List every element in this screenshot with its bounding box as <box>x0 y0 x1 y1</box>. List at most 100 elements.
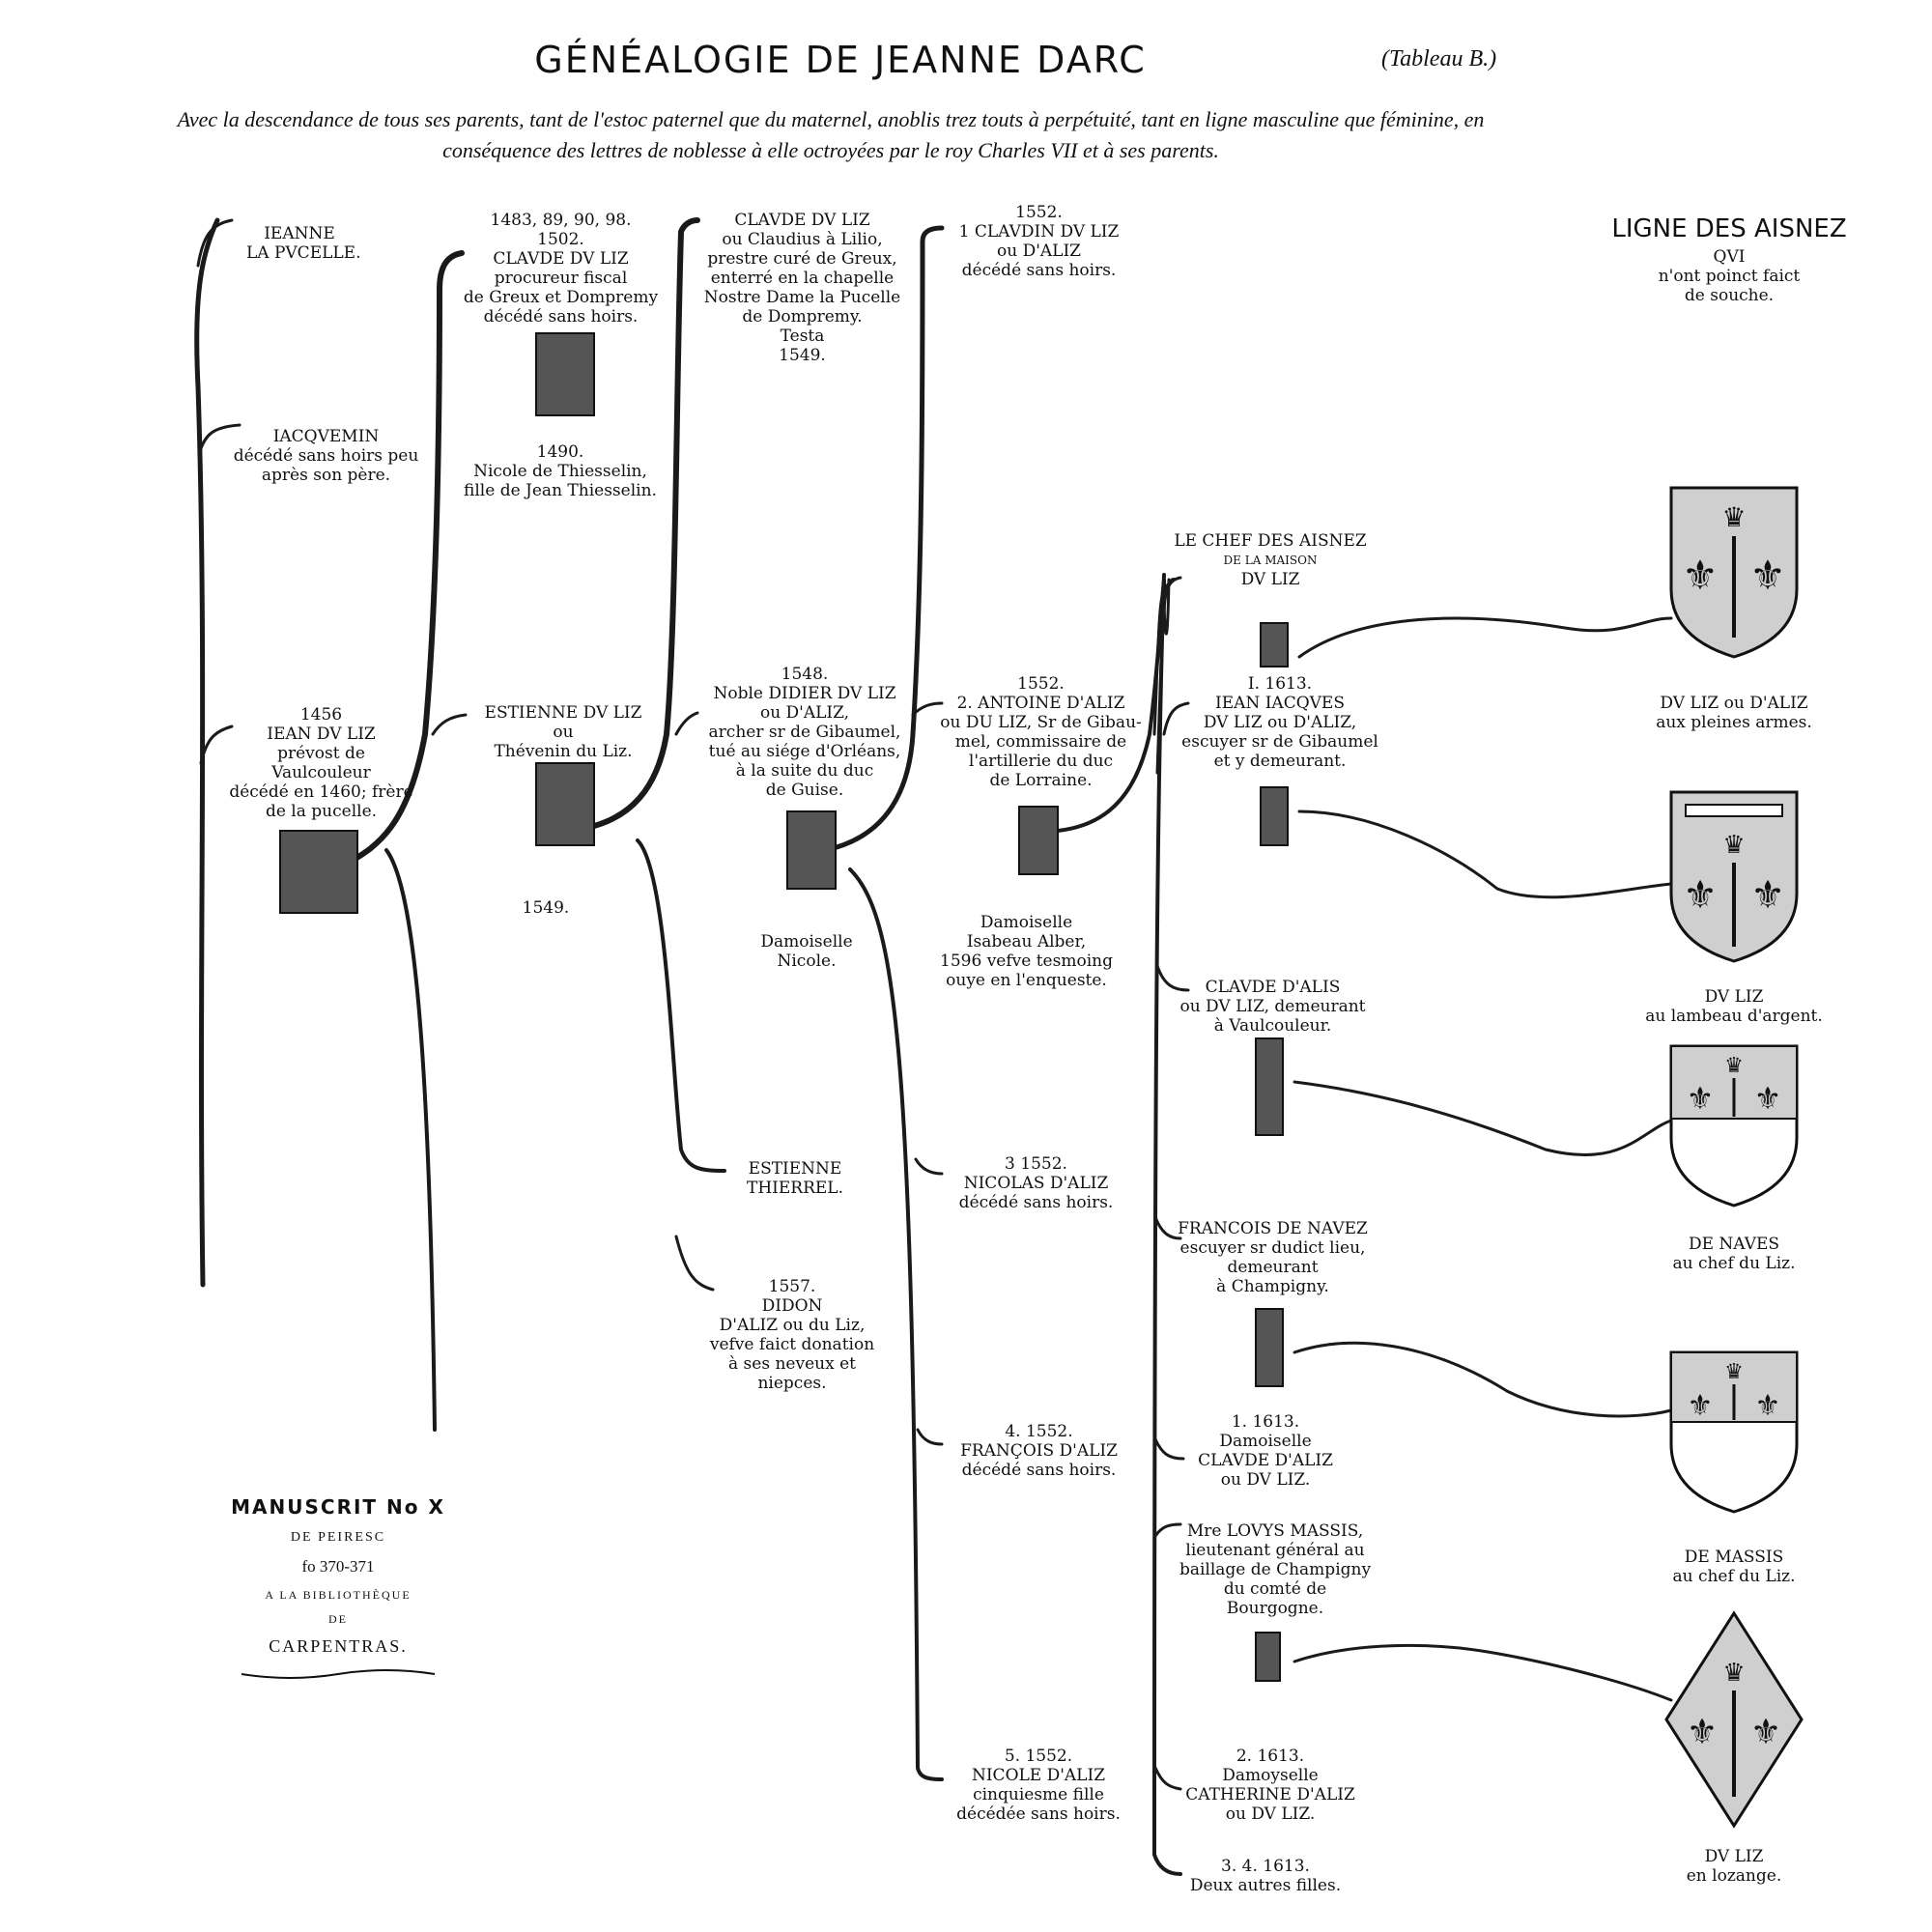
node-line: 1552. <box>1015 203 1063 222</box>
node-line: 2. ANTOINE D'ALIZ <box>956 694 1125 713</box>
branch-arm2 <box>1297 810 1673 899</box>
svg-text:⚜: ⚜ <box>1755 1390 1781 1422</box>
node-line: fille de Jean Thiesselin. <box>464 481 657 500</box>
node-line: 3. 4. 1613. <box>1221 1857 1310 1876</box>
node-line: décédé en 1460; frère <box>229 782 413 802</box>
node-line: DE MASSIS <box>1684 1548 1784 1567</box>
node-line: à Champigny. <box>1216 1277 1329 1296</box>
node-nicolas-daliz: 3 1552. NICOLAS D'ALIZ décédé sans hoirs… <box>942 1154 1130 1212</box>
node-line: Thévenin du Liz. <box>494 742 633 761</box>
node-line: décédé sans hoirs. <box>961 1461 1117 1480</box>
node-line: prestre curé de Greux, <box>707 249 897 269</box>
manuscript-line-1: MANUSCRIT No X <box>231 1495 445 1519</box>
arms-caption-5: DV LIZ en lozange. <box>1652 1847 1816 1886</box>
node-line: NICOLAS D'ALIZ <box>963 1174 1109 1193</box>
node-line: lieutenant général au <box>1185 1541 1365 1560</box>
node-line: mel, commissaire de <box>954 732 1127 752</box>
node-line: Damoyselle <box>1222 1766 1319 1785</box>
node-line: demeurant <box>1227 1258 1319 1277</box>
node-line: CATHERINE D'ALIZ <box>1185 1785 1355 1804</box>
svg-text:⚜: ⚜ <box>1683 873 1718 917</box>
node-line: de Lorraine. <box>989 771 1093 790</box>
node-line: DV LIZ <box>1704 1847 1764 1866</box>
node-line: à Vaulcouleur. <box>1213 1016 1332 1036</box>
svg-text:♛: ♛ <box>1721 503 1746 533</box>
ligne-des-aisnez-title: LIGNE DES AISNEZ <box>1611 214 1847 243</box>
branch-col1-iean <box>199 724 234 765</box>
node-line: ou <box>553 723 574 742</box>
node-jeanne: IEANNE LA PVCELLE. <box>246 224 361 263</box>
node-line: 1596 vefve tesmoing <box>940 952 1113 971</box>
node-catherine-daliz: 2. 1613. Damoyselle CATHERINE D'ALIZ ou … <box>1169 1747 1372 1824</box>
node-line: du comté de <box>1223 1579 1327 1599</box>
node-line: 2. 1613. <box>1236 1747 1305 1766</box>
node-line: 1 CLAVDIN DV LIZ <box>958 222 1120 242</box>
node-line: LE CHEF DES AISNEZ <box>1174 531 1367 551</box>
node-line: 1549. <box>779 346 826 365</box>
node-line: ou DV LIZ, demeurant <box>1179 997 1366 1016</box>
node-line: ou D'ALIZ <box>997 242 1081 261</box>
stump-col3 <box>786 810 837 890</box>
node-line: de Guise. <box>765 781 844 800</box>
branch-arm1 <box>1297 616 1673 659</box>
node-line: ESTIENNE <box>748 1159 842 1179</box>
arms-caption-2: DV LIZ au lambeau d'argent. <box>1628 987 1840 1026</box>
node-line: 1483, 89, 90, 98. <box>490 211 632 230</box>
node-clavde-daliz-1613: 1. 1613. Damoiselle CLAVDE D'ALIZ ou DV … <box>1169 1412 1362 1490</box>
node-line: enterré en la chapelle <box>710 269 895 288</box>
stump-col1 <box>279 830 358 914</box>
branch-arm4 <box>1293 1341 1673 1418</box>
node-line: Nostre Dame la Pucelle <box>703 288 901 307</box>
node-line: DV LIZ ou D'ALIZ, <box>1203 713 1357 732</box>
node-line: 1456 <box>299 705 343 724</box>
svg-text:♛: ♛ <box>1722 831 1745 859</box>
arms-caption-3: DE NAVES au chef du Liz. <box>1642 1235 1826 1273</box>
manuscript-line-6: CARPENTRAS. <box>269 1636 408 1656</box>
branch-col1-trunk <box>194 217 220 1288</box>
node-line: QVI <box>1713 247 1746 267</box>
node-line: à la suite du duc <box>735 761 874 781</box>
node-line: CLAVDE DV LIZ <box>734 211 870 230</box>
node-line: 1552. <box>1017 674 1065 694</box>
node-line: de souche. <box>1684 286 1775 305</box>
arms-caption-1: DV LIZ ou D'ALIZ aux pleines armes. <box>1633 694 1835 732</box>
node-line: au chef du Liz. <box>1672 1567 1796 1586</box>
node-line: LA PVCELLE. <box>246 243 361 263</box>
node-line: FRANÇOIS D'ALIZ <box>960 1441 1118 1461</box>
node-antoine-daliz: 1552. 2. ANTOINE D'ALIZ ou DU LIZ, Sr de… <box>932 674 1150 790</box>
node-nicole-thiesselin: 1490. Nicole de Thiesselin, fille de Jea… <box>449 442 671 500</box>
stump-col4 <box>1018 806 1059 875</box>
node-line: Damoiselle <box>980 913 1073 932</box>
svg-text:⚜: ⚜ <box>1749 554 1786 599</box>
node-line: au lambeau d'argent. <box>1645 1007 1823 1026</box>
branch-col5-main <box>1151 573 1182 1876</box>
node-clavde-claudius: CLAVDE DV LIZ ou Claudius à Lilio, prest… <box>694 211 911 365</box>
node-line: décédé sans hoirs. <box>961 261 1117 280</box>
node-line: ou DV LIZ. <box>1220 1470 1311 1490</box>
svg-text:⚜: ⚜ <box>1750 873 1785 917</box>
branch-col5-iean <box>1162 701 1190 736</box>
branch-col4-nicolas <box>914 1157 944 1176</box>
svg-text:♛: ♛ <box>1722 1659 1745 1687</box>
node-line: Testa <box>780 327 825 346</box>
node-line: IACQVEMIN <box>272 427 380 446</box>
svg-text:♛: ♛ <box>1724 1053 1744 1077</box>
manuscript-line-5: DE <box>328 1612 348 1626</box>
node-line: prévost de <box>277 744 365 763</box>
branch-arm5 <box>1293 1643 1673 1702</box>
manuscript-line-3: fo 370-371 <box>301 1557 375 1576</box>
node-line: DV LIZ ou D'ALIZ <box>1660 694 1808 713</box>
node-damoiselle-nicole: Damoiselle Nicole. <box>744 932 869 971</box>
node-line: 1557. <box>768 1277 816 1296</box>
node-line: décédé sans hoirs peu <box>233 446 419 466</box>
manuscript-line-4: A LA BIBLIOTHÈQUE <box>265 1588 412 1602</box>
stump-col5c <box>1255 1037 1284 1136</box>
node-line: aux pleines armes. <box>1656 713 1812 732</box>
node-line: escuyer sr dudict lieu, <box>1179 1238 1366 1258</box>
node-line: 3 1552. <box>1005 1154 1067 1174</box>
node-line: à ses neveux et <box>728 1354 856 1374</box>
node-iean-dv-liz: 1456 IEAN DV LIZ prévost de Vaulcouleur … <box>213 705 430 821</box>
node-line: l'artillerie du duc <box>968 752 1114 771</box>
node-clavde-dv-liz: 1483, 89, 90, 98. 1502. CLAVDE DV LIZ pr… <box>452 211 669 327</box>
node-line: DV LIZ <box>1240 570 1300 589</box>
